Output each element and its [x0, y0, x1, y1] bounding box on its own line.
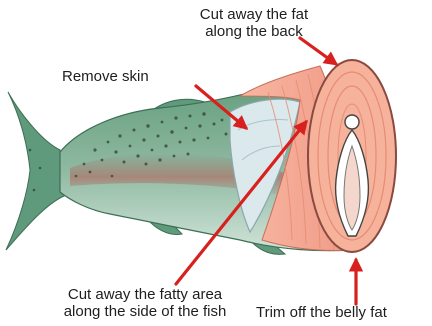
label-remove-skin: Remove skin: [62, 68, 212, 85]
label-belly-fat: Trim off the belly fat: [256, 304, 432, 321]
tail-fin: [6, 92, 64, 250]
label-fatty-side: Cut away the fatty area along the side o…: [10, 286, 280, 320]
label-fatty-side-line1: Cut away the fatty area: [10, 286, 280, 303]
arrow-fat-back: [300, 38, 336, 64]
label-fat-back-line2: along the back: [150, 23, 358, 40]
label-fatty-side-line2: along the side of the fish: [10, 303, 280, 320]
label-fat-back-line1: Cut away the fat: [150, 6, 358, 23]
label-fat-back: Cut away the fat along the back: [150, 6, 358, 40]
